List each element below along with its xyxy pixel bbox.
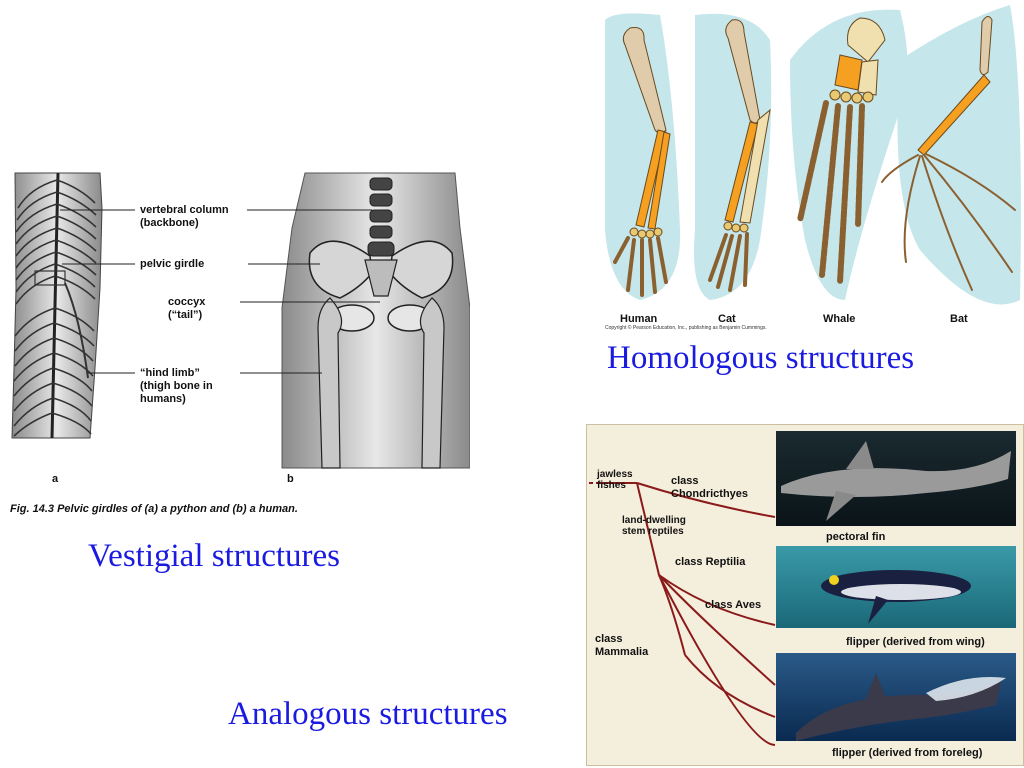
dolphin-photo [776, 653, 1016, 741]
vestigial-figure: vertebral column (backbone) pelvic girdl… [0, 168, 470, 528]
label-thigh-bone-2: humans) [140, 393, 186, 405]
label-mammalia-2: Mammalia [595, 646, 649, 658]
forelimb-bones-illustration [605, 5, 1021, 305]
panel-label-a: a [52, 473, 59, 485]
label-whale: Whale [823, 313, 856, 325]
penguin-photo [776, 546, 1016, 628]
homologous-figure: Human Cat Whale Bat Copyright © Pearson … [600, 0, 1024, 340]
label-backbone: (backbone) [140, 217, 199, 229]
label-flipper-wing: flipper (derived from wing) [846, 636, 985, 648]
vestigial-caption: Vestigial structures [88, 538, 341, 574]
analogous-figure: jawless fishes class Chondricthyes land-… [586, 424, 1024, 766]
label-pectoral-fin: pectoral fin [826, 531, 886, 543]
label-chondrichthyes-2: Chondricthyes [671, 488, 749, 500]
homologous-caption: Homologous structures [607, 340, 915, 376]
label-stem-reptiles-1: land-dwelling [622, 515, 686, 526]
label-human: Human [620, 313, 658, 325]
label-cat: Cat [718, 313, 736, 325]
shark-photo [776, 431, 1016, 526]
label-pelvic-girdle: pelvic girdle [140, 258, 205, 270]
label-jawless-2: fishes [597, 480, 626, 491]
label-stem-reptiles-2: stem reptiles [622, 526, 684, 537]
label-aves: class Aves [705, 599, 762, 611]
label-hind-limb: “hind limb” [140, 367, 200, 379]
label-tail: (“tail”) [168, 309, 203, 321]
python-skeleton-illustration [11, 172, 470, 469]
phylogeny-tree [589, 482, 776, 746]
panel-label-b: b [287, 473, 294, 485]
label-bat: Bat [950, 313, 968, 325]
label-thigh-bone-1: (thigh bone in [140, 380, 213, 392]
label-jawless-1: jawless [597, 469, 633, 480]
label-flipper-foreleg: flipper (derived from foreleg) [832, 747, 983, 759]
copyright-text: Copyright © Pearson Education, Inc., pub… [605, 325, 767, 331]
label-coccyx: coccyx [168, 296, 206, 308]
label-chondrichthyes-1: class [671, 475, 699, 487]
label-reptilia: class Reptilia [675, 556, 746, 568]
label-mammalia-1: class [595, 633, 623, 645]
figure-caption: Fig. 14.3 Pelvic girdles of (a) a python… [10, 503, 298, 515]
label-vertebral-column: vertebral column [140, 204, 229, 216]
analogous-caption: Analogous structures [228, 696, 508, 732]
